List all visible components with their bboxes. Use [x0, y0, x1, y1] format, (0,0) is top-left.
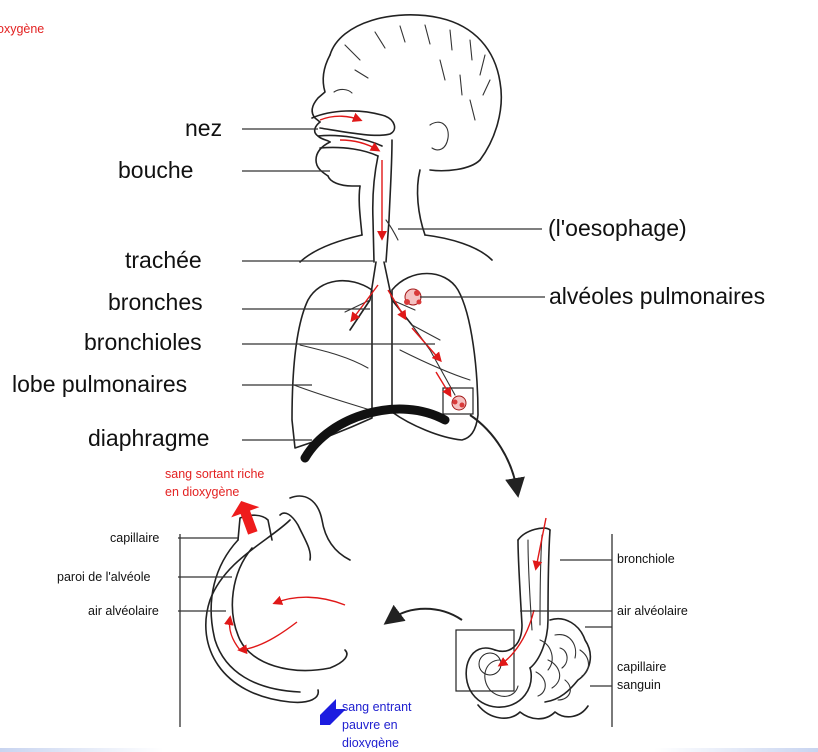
- label-alveoles: alvéoles pulmonaires: [549, 283, 765, 309]
- label-air-alveolaire-left: air alvéolaire: [88, 604, 159, 618]
- label-bronches: bronches: [108, 289, 203, 315]
- label-paroi-alveole: paroi de l'alvéole: [57, 570, 150, 584]
- label-lobe: lobe pulmonaires: [12, 371, 187, 397]
- label-bronchiole: bronchiole: [617, 552, 675, 566]
- label-capillaire: capillaire: [110, 531, 159, 545]
- label-capillaire-sanguin-2: sanguin: [617, 678, 661, 692]
- diaphragm-arc: [305, 409, 445, 458]
- alveolus-detail: [178, 496, 350, 727]
- bronchiole-detail: [456, 518, 612, 727]
- label-diaphragme: diaphragme: [88, 425, 209, 451]
- label-nez: nez: [185, 115, 222, 141]
- label-capillaire-sanguin-1: capillaire: [617, 660, 666, 674]
- label-air-alveolaire-right: air alvéolaire: [617, 604, 688, 618]
- label-sang-sortant-2: en dioxygène: [165, 485, 239, 499]
- label-bouche: bouche: [118, 157, 193, 183]
- zoom-arrow-2: [390, 609, 462, 620]
- oxygenated-blood-arrow: [227, 496, 267, 538]
- leader-lines: [242, 129, 545, 440]
- label-sang-sortant-1: sang sortant riche: [165, 467, 264, 481]
- air-flow-arrows: [320, 116, 450, 395]
- head-illustration: [300, 15, 501, 262]
- label-bronchioles: bronchioles: [84, 329, 202, 355]
- lungs-illustration: [292, 262, 478, 448]
- zoom-arrow-1: [470, 415, 517, 490]
- label-sang-entrant-1: sang entrant: [342, 700, 412, 714]
- label-oesophage: (l'oesophage): [548, 215, 687, 241]
- partial-oxygen-label: oxygène: [0, 22, 44, 36]
- label-sang-entrant-2: pauvre en: [342, 718, 398, 732]
- bottom-edge-bar: [0, 748, 818, 752]
- label-trachee: trachée: [125, 247, 202, 273]
